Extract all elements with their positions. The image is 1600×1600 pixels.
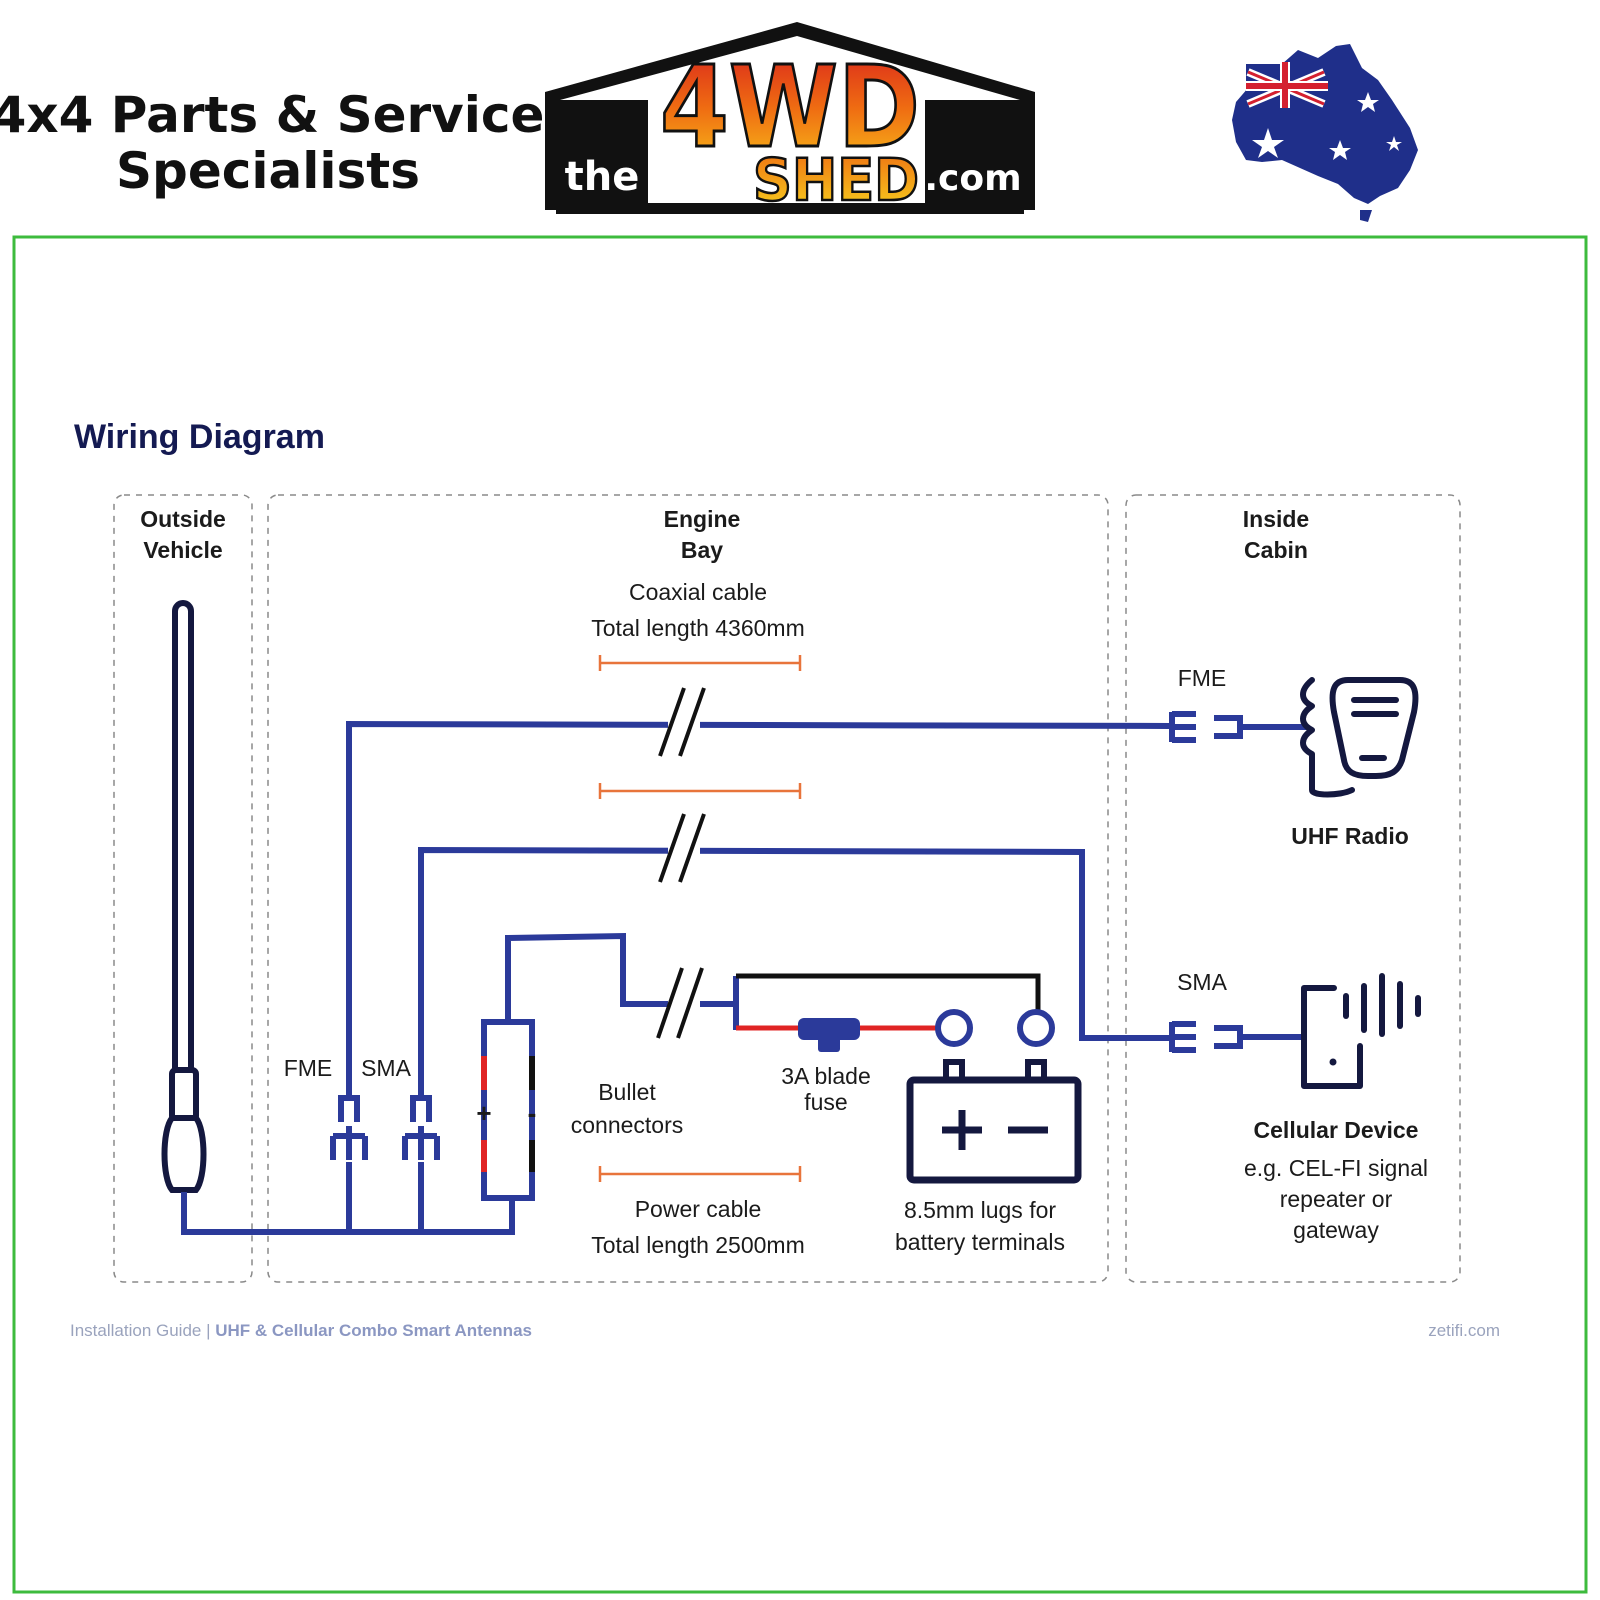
logo-4wd: 4WD: [660, 43, 920, 173]
bullet-label-1: Bullet: [598, 1079, 656, 1105]
australia-flag-map-icon: [1232, 44, 1418, 222]
coax-break-cellular: [658, 813, 706, 883]
antenna-icon: [161, 600, 207, 1193]
lugs-label-1: 8.5mm lugs for: [904, 1197, 1056, 1223]
zone-outside-label-2: Vehicle: [143, 537, 222, 563]
bullet-minus-label: -: [528, 1098, 537, 1128]
sma-connector-left: [402, 1095, 440, 1160]
positive-lug-icon: [935, 1009, 973, 1047]
zone-engine-label-2: Bay: [681, 537, 723, 563]
uhf-radio-icon: [1300, 677, 1419, 798]
cellular-desc-2: repeater or: [1280, 1186, 1393, 1212]
coax-measure-1: [598, 655, 802, 671]
footer-left: Installation Guide | UHF & Cellular Comb…: [70, 1321, 532, 1340]
cellular-device-icon: [1301, 973, 1421, 1089]
cellular-desc-3: gateway: [1293, 1217, 1379, 1243]
battery-icon: [906, 1059, 1082, 1184]
bullet-connectors-icon: [481, 1019, 535, 1201]
cellular-device-label: Cellular Device: [1254, 1117, 1419, 1143]
fuse-label-2: fuse: [804, 1089, 847, 1115]
shed-base: [556, 204, 1024, 214]
coax-label-2: Total length 4360mm: [591, 615, 805, 641]
shed-wall-left: [558, 100, 648, 204]
diagram-title: Wiring Diagram: [74, 418, 325, 456]
blade-fuse-icon: [798, 1018, 860, 1052]
shed-wall-right: [925, 100, 1021, 204]
slogan-line1: 4x4 Parts & Service: [0, 86, 544, 144]
zone-outside-label-1: Outside: [140, 506, 226, 532]
footer-product: UHF & Cellular Combo Smart Antennas: [215, 1321, 532, 1340]
coax-label-1: Coaxial cable: [629, 579, 767, 605]
negative-lug-icon: [1017, 1009, 1055, 1047]
bullet-plus-label: +: [476, 1098, 491, 1128]
zone-inside-label-1: Inside: [1243, 506, 1309, 532]
fme-left-label: FME: [284, 1055, 333, 1081]
bullet-label-2: connectors: [571, 1112, 684, 1138]
uhf-radio-label: UHF Radio: [1291, 823, 1409, 849]
power-label-1: Power cable: [635, 1196, 762, 1222]
fme-right-label: FME: [1178, 665, 1227, 691]
zone-inside-cabin: [1125, 494, 1461, 1283]
cellular-desc-1: e.g. CEL-FI signal: [1244, 1155, 1428, 1181]
logo-shed: SHED: [753, 146, 919, 214]
zone-engine-label-1: Engine: [664, 506, 741, 532]
header: 4x4 Parts & Service Specialists the 4WD …: [0, 22, 1418, 222]
sma-left-label: SMA: [361, 1055, 412, 1081]
slogan-line2: Specialists: [116, 142, 420, 200]
ground-wire: [736, 973, 1041, 1012]
zone-engine-bay: [267, 494, 1109, 1283]
footer-right: zetifi.com: [1428, 1321, 1500, 1340]
sma-connector-right: [1169, 1021, 1306, 1053]
logo-the: the: [565, 154, 640, 200]
zone-inside-label-2: Cabin: [1244, 537, 1308, 563]
coax-cable-cellular: [418, 846, 1170, 1098]
power-measure: [598, 1166, 802, 1182]
power-cable-break: [656, 967, 704, 1039]
shed-logo: the 4WD SHED .com: [545, 22, 1035, 215]
zone-outside-vehicle: [113, 494, 253, 1283]
coax-measure-2: [598, 783, 802, 799]
shed-roof-inner: [560, 36, 1020, 203]
power-cable: [505, 932, 736, 1022]
sma-right-label: SMA: [1177, 969, 1228, 995]
coax-break-uhf: [658, 687, 706, 757]
lugs-label-2: battery terminals: [895, 1229, 1065, 1255]
fuse-label-1: 3A blade: [781, 1063, 871, 1089]
footer-prefix: Installation Guide |: [70, 1321, 215, 1340]
logo-com: .com: [924, 158, 1021, 199]
fme-connector-right: [1169, 711, 1306, 743]
coax-cable-uhf: [346, 720, 1171, 1098]
fme-connector-left: [330, 1095, 368, 1160]
power-label-2: Total length 2500mm: [591, 1232, 805, 1258]
content-frame: [12, 235, 1588, 1594]
